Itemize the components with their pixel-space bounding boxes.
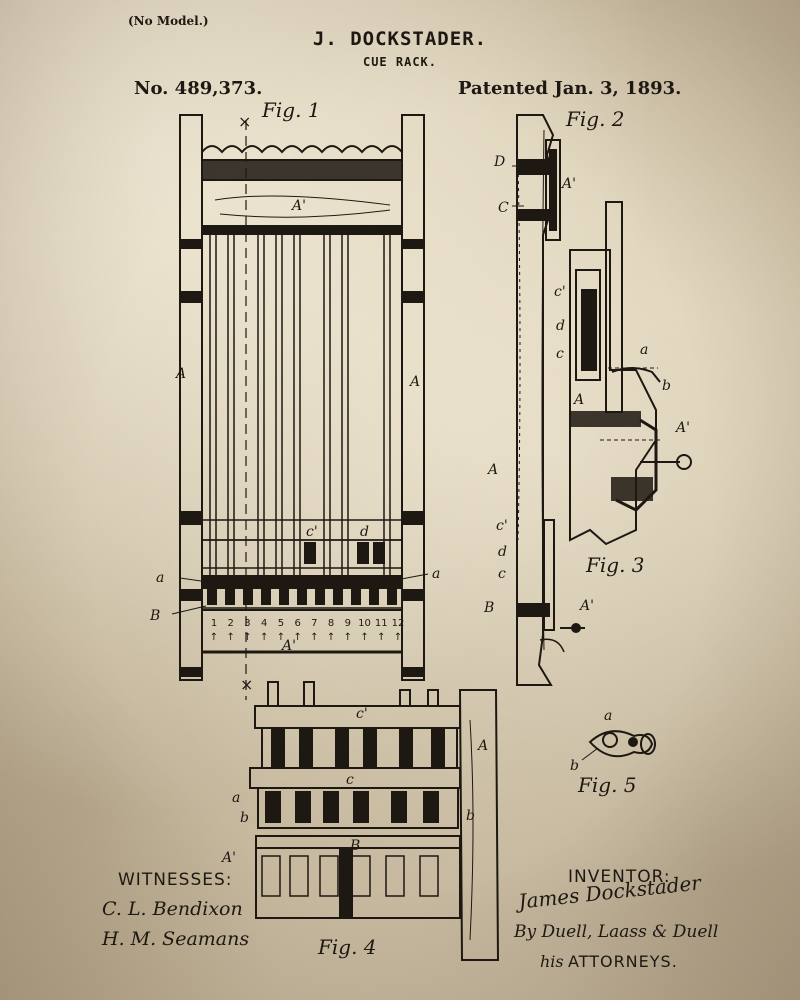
slot-number: 6 [294,618,300,629]
slot-number: 4 [261,618,267,629]
label-C: C [498,200,509,216]
label-a-fig5: a [604,708,612,724]
invention-title: CUE RACK. [362,55,438,69]
slot-number: 1 [211,618,217,629]
label-B-fig4: B [349,838,360,854]
label-A-prime-fig4: A' [220,850,236,866]
slot-arrow: ↑ [377,632,385,643]
slot-arrow: ↑ [243,632,251,643]
fig1-slot-numbers: 1 ↑ 2 ↑ 3 ↑ 4 ↑ 5 ↑ 6 ↑ 7 ↑ 8 ↑ 9 ↑ 10 ↑ 11 ↑ 12 ↑ [210,618,405,643]
label-B-fig1: B [149,608,160,624]
fig2-rack-side [512,114,585,686]
slot-arrow: ↑ [277,632,285,643]
fig2-label: Fig. 2 [565,107,625,131]
slot-arrow: ↑ [344,632,352,643]
slot-arrow: ↑ [310,632,318,643]
slot-number: 3 [244,618,250,629]
fig4-clamp-section [249,681,500,961]
label-d-fig1: d [360,524,369,540]
label-b-fig4: b [240,810,249,826]
slot-number: 7 [311,618,317,629]
attorneys-label: ATTORNEYS. [568,952,678,971]
model-note: (No Model.) [128,14,209,28]
label-A-fig3: A [572,392,584,408]
label-A-prime-fig1: A' [290,198,306,214]
label-a-right: a [432,566,440,582]
witness-signature-2: H. M. Seamans [102,928,250,950]
slot-arrow: ↑ [327,632,335,643]
fig3-label: Fig. 3 [585,553,645,577]
fig1-rack-front: × × [171,112,429,700]
slot-arrow: ↑ [360,632,368,643]
label-a-fig3: a [640,342,648,358]
svg-text:×: × [238,112,251,131]
patent-number: No. 489,373. [134,78,263,99]
slot-number: 2 [228,618,234,629]
slot-arrow: ↑ [394,632,402,643]
label-A-prime-fig3: A' [674,420,690,436]
label-c-fig2: c [498,566,506,582]
label-d-fig3: d [556,318,565,334]
slot-number: 11 [375,618,388,629]
label-D: D [493,154,505,170]
witnesses-label: WITNESSES: [118,870,233,890]
witness-signature-1: C. L. Bendixon [102,898,243,920]
label-A-left: A [174,366,186,382]
label-d-fig2: d [498,544,507,560]
label-c-fig4: c [346,772,354,788]
slot-number: 8 [328,618,334,629]
label-b-fig4-right: b [466,808,475,824]
his-text: his [540,952,564,971]
label-A-prime-fig2-low: A' [578,598,594,614]
slot-arrow: ↑ [260,632,268,643]
fig4-label: Fig. 4 [317,935,377,959]
fig5-ring-clip [581,730,656,761]
fig3-detail [569,201,692,546]
inventor-label: INVENTOR: [568,867,671,887]
fig5-label: Fig. 5 [577,773,637,797]
label-A-fig2: A [486,462,498,478]
svg-text:×: × [240,675,253,694]
slot-number: 5 [278,618,284,629]
label-c-prime-fig2: c' [496,518,508,534]
label-c-prime-fig3: c' [554,284,566,300]
slot-arrow: ↑ [210,632,218,643]
inventor-name: J. DOCKSTADER. [312,28,488,50]
slot-arrow: ↑ [293,632,301,643]
slot-number: 9 [345,618,351,629]
fig1-label: Fig. 1 [261,98,321,122]
slot-arrow: ↑ [227,632,235,643]
label-a-left: a [156,570,164,586]
label-A-fig4: A [476,738,488,754]
slot-number: 10 [358,618,371,629]
label-A-right: A [408,374,420,390]
label-c-fig3: c [556,346,564,362]
slot-number: 12 [392,618,405,629]
label-A-prime-fig2: A' [560,176,576,192]
label-c-prime-fig4: c' [356,706,368,722]
label-A-prime-base: A' [280,638,296,654]
attorneys-signature: By Duell, Laass & Duell [514,922,719,942]
label-B-fig2: B [483,600,494,616]
label-c-prime-fig1: c' [306,524,318,540]
label-b-fig5: b [570,758,579,774]
label-a-fig4: a [232,790,240,806]
patent-date: Patented Jan. 3, 1893. [458,78,682,99]
label-b-fig3: b [662,378,671,394]
